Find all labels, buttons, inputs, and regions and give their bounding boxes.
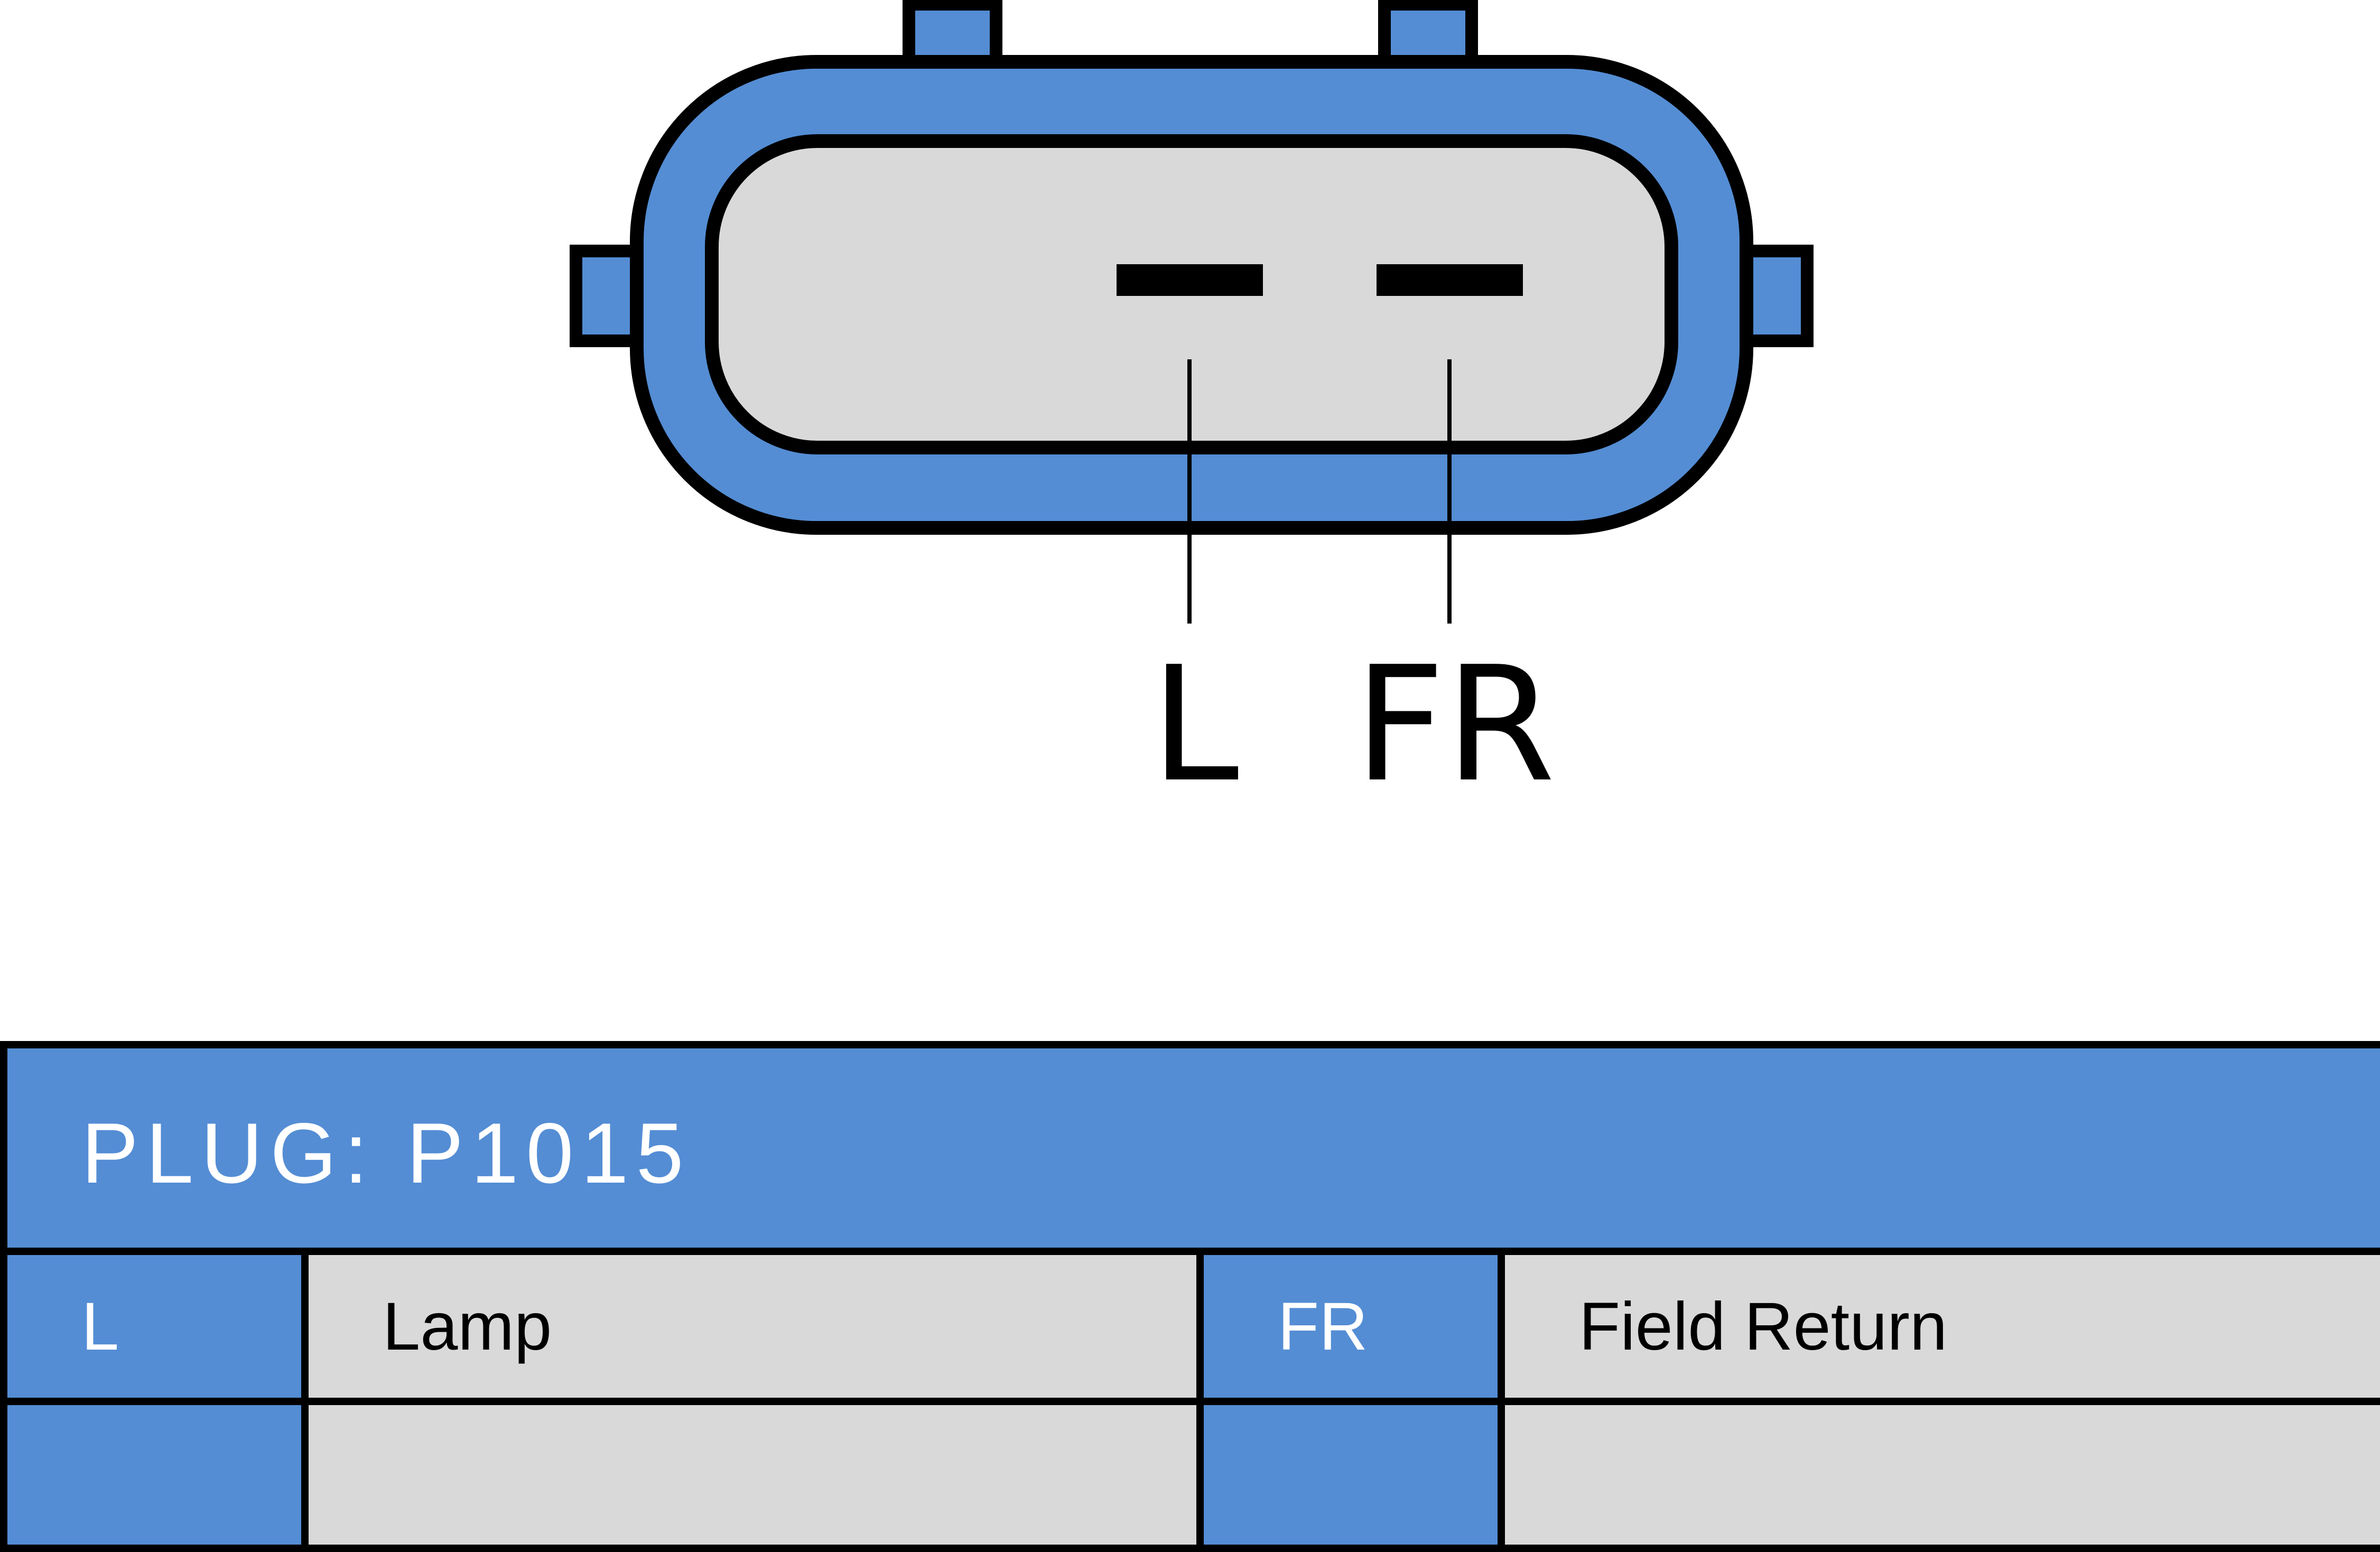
- pin-label-FR: FR: [1354, 633, 1555, 817]
- pin-cell-fr: FR: [1204, 1255, 1498, 1398]
- pin-cell-empty-1: [7, 1405, 301, 1545]
- pin-label-L: L: [1150, 633, 1240, 817]
- desc-cell-empty-2: [1505, 1405, 2380, 1545]
- desc-cell-field-return: Field Return: [1505, 1255, 2380, 1398]
- desc-cell-lamp: Lamp: [309, 1255, 1196, 1398]
- top-left-tab: [903, 0, 1002, 70]
- top-right-tab: [1378, 0, 1478, 70]
- connector-diagram: L FR: [570, 0, 1814, 817]
- terminal-FR: [1377, 264, 1523, 296]
- plug-pin-table: PLUG: P1015 L Lamp FR Field Return: [0, 1041, 2380, 1552]
- desc-cell-empty-1: [309, 1405, 1196, 1545]
- pin-cell-l: L: [7, 1255, 301, 1398]
- plug-header: PLUG: P1015: [7, 1048, 2380, 1248]
- terminal-L: [1117, 264, 1263, 296]
- pin-cell-empty-2: [1204, 1405, 1498, 1545]
